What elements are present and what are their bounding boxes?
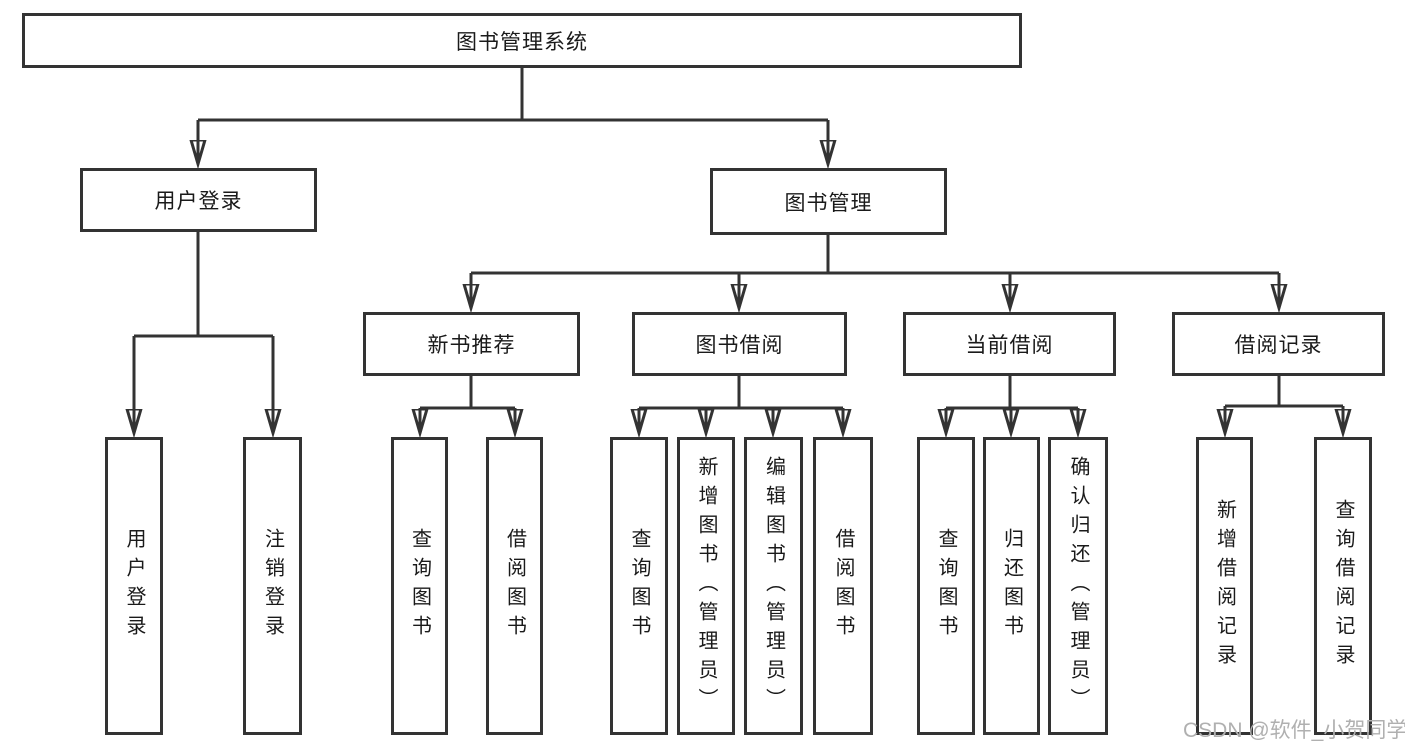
node-leaf-logout: 注销登录 <box>243 437 302 735</box>
node-borrowing-records: 借阅记录 <box>1172 312 1385 376</box>
node-borrowing-records-label: 借阅记录 <box>1234 334 1323 357</box>
node-leaf-add-borrow-record-label: 新增借阅记录 <box>1213 499 1236 673</box>
node-leaf-query-books-1: 查询图书 <box>391 437 448 735</box>
node-leaf-confirm-return-admin: 确认归还（管理员） <box>1048 437 1108 735</box>
node-leaf-borrow-books-2-label: 借阅图书 <box>832 528 854 644</box>
branch-root <box>198 68 828 164</box>
node-leaf-return-books: 归还图书 <box>983 437 1040 735</box>
node-leaf-query-borrow-record: 查询借阅记录 <box>1314 437 1372 735</box>
csdn-watermark: CSDN @软件_小贺同学 <box>1183 719 1405 742</box>
node-leaf-query-books-3-label: 查询图书 <box>935 528 957 644</box>
node-book-borrowing-label: 图书借阅 <box>695 334 784 357</box>
branch-book-management <box>471 235 1279 308</box>
node-leaf-edit-books-admin: 编辑图书（管理员） <box>744 437 803 735</box>
node-leaf-edit-books-admin-label: 编辑图书（管理员） <box>762 455 785 717</box>
node-leaf-borrow-books-2: 借阅图书 <box>813 437 873 735</box>
node-leaf-return-books-label: 归还图书 <box>1000 528 1023 644</box>
branch-borrowing-records <box>1225 376 1343 433</box>
branch-current-borrowing <box>946 376 1078 433</box>
node-leaf-borrow-books-1: 借阅图书 <box>486 437 543 735</box>
node-leaf-confirm-return-admin-label: 确认归还（管理员） <box>1067 455 1089 717</box>
node-leaf-query-books-3: 查询图书 <box>917 437 975 735</box>
node-current-borrowing-label: 当前借阅 <box>965 334 1054 357</box>
node-leaf-add-books-admin-label: 新增图书（管理员） <box>695 455 717 717</box>
node-leaf-query-books-2-label: 查询图书 <box>628 528 650 644</box>
branch-new-book-recommend <box>420 376 515 433</box>
node-book-borrowing: 图书借阅 <box>632 312 847 376</box>
node-book-management: 图书管理 <box>710 168 947 235</box>
node-user-login: 用户登录 <box>80 168 317 232</box>
branch-book-borrowing <box>639 376 843 433</box>
node-leaf-add-books-admin: 新增图书（管理员） <box>677 437 735 735</box>
node-leaf-logout-label: 注销登录 <box>261 528 284 644</box>
node-leaf-query-borrow-record-label: 查询借阅记录 <box>1332 499 1354 673</box>
node-leaf-query-books-1-label: 查询图书 <box>408 528 431 644</box>
node-current-borrowing: 当前借阅 <box>903 312 1116 376</box>
node-library-system: 图书管理系统 <box>22 13 1022 68</box>
node-leaf-query-books-2: 查询图书 <box>610 437 668 735</box>
node-leaf-user-login: 用户登录 <box>105 437 163 735</box>
branch-user-login <box>134 232 273 433</box>
node-user-login-label: 用户登录 <box>154 190 243 213</box>
node-leaf-add-borrow-record: 新增借阅记录 <box>1196 437 1253 735</box>
node-book-management-label: 图书管理 <box>784 191 873 215</box>
node-leaf-user-login-label: 用户登录 <box>123 528 145 644</box>
node-leaf-borrow-books-1-label: 借阅图书 <box>503 528 526 644</box>
node-new-book-recommend-label: 新书推荐 <box>427 334 516 357</box>
node-library-system-label: 图书管理系统 <box>456 30 588 54</box>
node-new-book-recommend: 新书推荐 <box>363 312 580 376</box>
